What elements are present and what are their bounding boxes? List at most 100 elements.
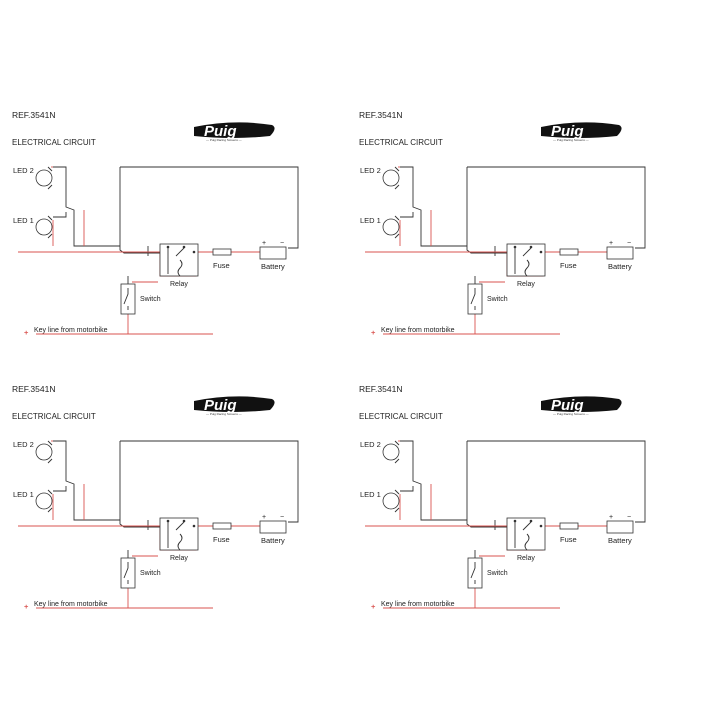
battery-label: Battery: [261, 262, 285, 271]
negative-wiring: [400, 166, 646, 314]
key-line-plus-icon: +: [371, 328, 376, 337]
switch-lever-icon: [123, 288, 129, 310]
fuse-label: Fuse: [213, 535, 230, 544]
switch-component: Switch: [467, 557, 508, 589]
switch-body: [120, 557, 136, 589]
battery-minus-sign: −: [280, 240, 284, 247]
relay-terminal: [539, 250, 543, 254]
logo-swoosh: [541, 122, 622, 138]
battery-component: + − Battery: [259, 514, 287, 545]
led2-label: LED 2: [13, 440, 34, 449]
relay-terminal: [182, 245, 186, 249]
ref-code: REF.3541N: [12, 384, 55, 394]
led1-component: LED 1: [360, 215, 400, 239]
logo-wordmark: Puig: [204, 397, 237, 414]
led2-lamp-pins: [47, 440, 53, 464]
puig-logo: Puig — Puig Racing Screens —: [541, 122, 622, 142]
relay-contacts-icon: [514, 246, 532, 277]
key-line-label: Key line from motorbike: [381, 601, 455, 608]
key-line-plus-icon: +: [371, 602, 376, 611]
switch-body: [467, 283, 483, 315]
led2-lamp-pins: [47, 166, 53, 190]
ground-drop-wire: [466, 441, 507, 528]
switch-label: Switch: [140, 570, 161, 577]
led1-label: LED 1: [360, 490, 381, 499]
battery-body: [259, 520, 287, 534]
battery-body: [606, 520, 634, 534]
logo-wordmark: Puig: [551, 397, 584, 414]
led2-component: LED 2: [13, 440, 53, 464]
logo-wordmark: Puig: [204, 123, 237, 140]
ref-code: REF.3541N: [359, 384, 402, 394]
circuit-panel-bottom-right: REF.3541N ELECTRICAL CIRCUIT Puig — Puig…: [355, 380, 695, 630]
circuit-panel-bottom-left: REF.3541N ELECTRICAL CIRCUIT Puig — Puig…: [8, 380, 348, 630]
led2-lamp-icon: [382, 169, 400, 187]
key-line-plus-icon: +: [24, 602, 29, 611]
battery-label: Battery: [261, 536, 285, 545]
led2-lamp-pins: [394, 166, 400, 190]
fuse-label: Fuse: [213, 261, 230, 270]
battery-body: [606, 246, 634, 260]
relay-component: Relay: [506, 243, 546, 288]
puig-logo: Puig — Puig Racing Screens —: [194, 396, 275, 416]
led2-lamp-icon: [382, 443, 400, 461]
led1-component: LED 1: [360, 489, 400, 513]
battery-minus-sign: −: [280, 514, 284, 521]
led-return-wire: [400, 440, 467, 521]
led1-return-wire: [53, 486, 67, 492]
circuit-panel-top-left: REF.3541N ELECTRICAL CIRCUIT Puig — Puig…: [8, 106, 348, 356]
logo-tagline: — Puig Racing Screens —: [553, 412, 589, 416]
led1-lamp-icon: [382, 492, 400, 510]
led1-lamp-icon: [35, 218, 53, 236]
relay-label: Relay: [170, 281, 188, 288]
diagram-title: ELECTRICAL CIRCUIT: [12, 412, 96, 421]
switch-label: Switch: [140, 296, 161, 303]
logo-wordmark: Puig: [551, 123, 584, 140]
switch-lever-icon: [470, 288, 476, 310]
relay-label: Relay: [517, 555, 535, 562]
fuse-body: [212, 248, 232, 256]
led1-component: LED 1: [13, 215, 53, 239]
key-line: + Key line from motorbike: [371, 327, 455, 337]
led2-lamp-icon: [35, 169, 53, 187]
circuit-panel-top-right: REF.3541N ELECTRICAL CIRCUIT Puig — Puig…: [355, 106, 695, 356]
ground-loop-wire: [467, 440, 646, 523]
fuse-body: [559, 248, 579, 256]
key-line-label: Key line from motorbike: [381, 327, 455, 334]
battery-minus-sign: −: [627, 514, 631, 521]
puig-logo: Puig — Puig Racing Screens —: [194, 122, 275, 142]
led1-label: LED 1: [13, 216, 34, 225]
battery-plus-sign: +: [609, 240, 613, 247]
led2-component: LED 2: [360, 440, 400, 464]
led2-component: LED 2: [360, 166, 400, 190]
led1-lamp-pins: [394, 489, 400, 513]
key-line: + Key line from motorbike: [24, 601, 108, 611]
led1-lamp-icon: [382, 218, 400, 236]
ground-drop-wire: [119, 167, 160, 254]
negative-wiring: [53, 166, 299, 314]
ground-loop-wire: [120, 440, 299, 523]
relay-contacts-icon: [167, 520, 185, 551]
puig-logo: Puig — Puig Racing Screens —: [541, 396, 622, 416]
logo-swoosh: [194, 122, 275, 138]
led-return-wire: [53, 166, 120, 247]
circuit-diagram: REF.3541N ELECTRICAL CIRCUIT Puig — Puig…: [359, 384, 646, 611]
switch-lever-icon: [470, 562, 476, 584]
led1-lamp-pins: [394, 215, 400, 239]
led2-label: LED 2: [360, 440, 381, 449]
diagram-title: ELECTRICAL CIRCUIT: [359, 138, 443, 147]
led2-lamp-pins: [394, 440, 400, 464]
battery-component: + − Battery: [606, 240, 634, 271]
relay-component: Relay: [159, 517, 199, 562]
key-line-label: Key line from motorbike: [34, 601, 108, 608]
relay-contacts-icon: [514, 520, 532, 551]
relay-label: Relay: [170, 555, 188, 562]
led2-lamp-icon: [35, 443, 53, 461]
key-line: + Key line from motorbike: [24, 327, 108, 337]
circuit-diagram: REF.3541N ELECTRICAL CIRCUIT Puig — Puig…: [12, 384, 299, 611]
relay-box: [506, 243, 546, 277]
fuse-label: Fuse: [560, 261, 577, 270]
ground-loop-wire: [467, 166, 646, 249]
logo-swoosh: [194, 396, 275, 412]
relay-terminal: [513, 245, 517, 249]
